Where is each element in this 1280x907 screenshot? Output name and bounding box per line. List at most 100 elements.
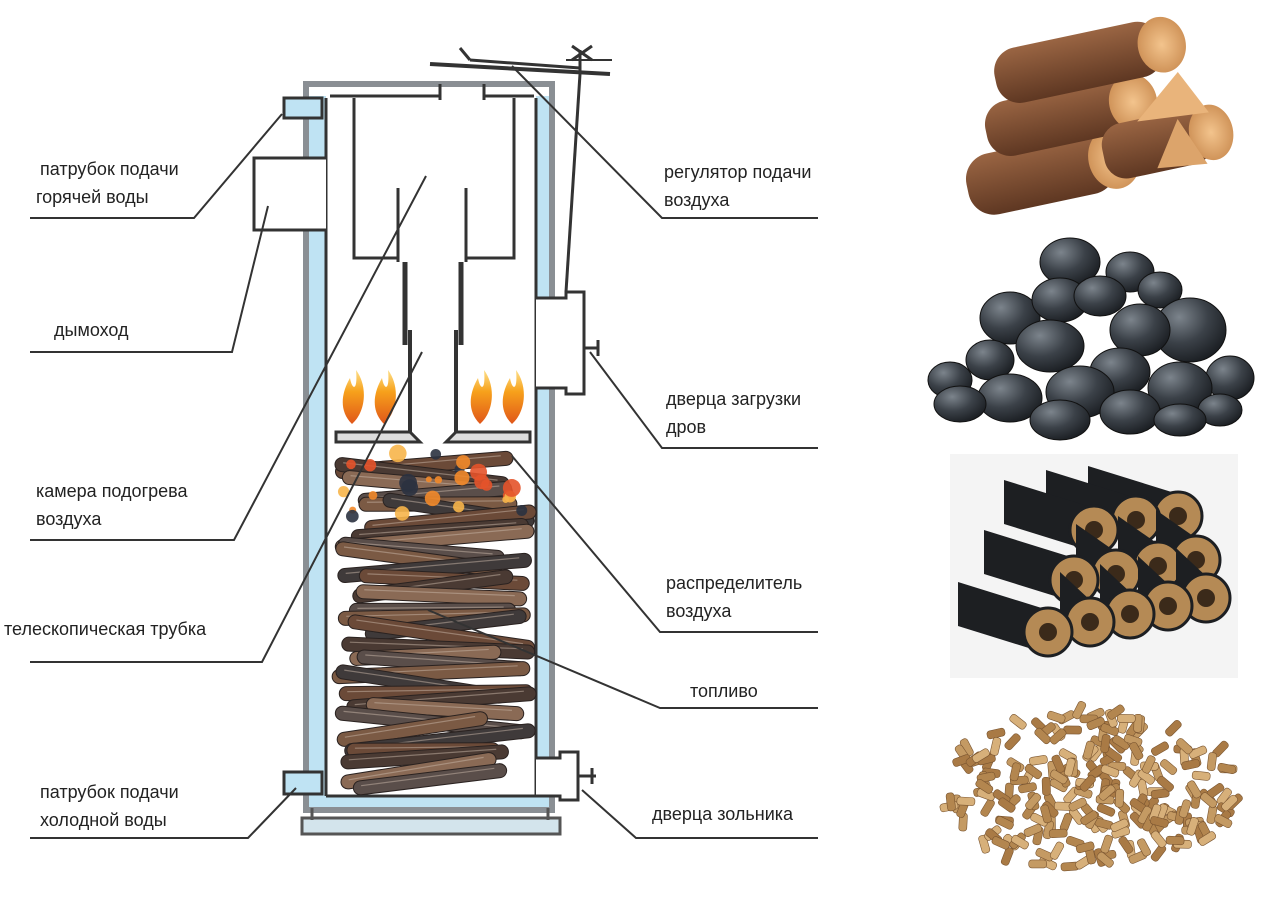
coal-lump: [1205, 355, 1255, 401]
label-text: дверца загрузки: [666, 389, 801, 409]
flame: [502, 370, 524, 424]
pellet: [1107, 704, 1125, 720]
pellet: [1072, 700, 1087, 720]
water-jacket-bottom: [306, 796, 552, 810]
flame: [470, 370, 492, 424]
briquette: [1060, 572, 1116, 648]
label-text: регулятор подачи: [664, 162, 811, 182]
pellet: [1024, 763, 1043, 780]
pellet: [980, 798, 995, 817]
firewood-loading-door: [536, 290, 600, 396]
pellet: [1041, 776, 1051, 796]
pellet: [1198, 831, 1217, 846]
pellet: [1086, 717, 1106, 730]
pellet: [1049, 769, 1068, 785]
pellet: [1112, 735, 1130, 750]
label-text: воздуха: [666, 601, 732, 621]
fuel-pile: [331, 444, 537, 796]
pellet: [1096, 803, 1116, 817]
coal-lump: [1099, 389, 1161, 435]
ember: [456, 455, 471, 470]
air-heating-chamber: [352, 98, 398, 260]
pellet: [1186, 816, 1199, 836]
pellet: [1142, 755, 1156, 774]
label-ash-door: дверца зольника: [652, 804, 794, 824]
firewood-image: [965, 16, 1234, 215]
pellet: [1011, 834, 1029, 850]
ember: [363, 459, 377, 472]
coal-lump: [1029, 399, 1091, 441]
pellet: [1100, 834, 1113, 854]
pellet: [971, 748, 990, 763]
ember: [399, 473, 418, 492]
pellet: [1048, 828, 1068, 839]
pellet: [1098, 784, 1116, 801]
base-plate: [300, 816, 562, 836]
pellet: [1079, 774, 1096, 792]
label-text: телескопическая трубка: [4, 619, 207, 639]
pellet: [1000, 847, 1014, 866]
pellet: [1028, 859, 1047, 869]
briquette: [1176, 548, 1232, 624]
pellet: [1178, 799, 1192, 819]
pellet: [1064, 757, 1076, 777]
coal-lump: [1073, 275, 1127, 317]
log: [355, 584, 528, 607]
label-text: дров: [666, 417, 706, 437]
pellet: [998, 797, 1016, 813]
ember: [389, 444, 407, 463]
pellet: [1023, 823, 1043, 837]
pellet: [1110, 818, 1129, 832]
telescopic-tube: [396, 188, 468, 432]
pellet: [1165, 719, 1182, 737]
log: [352, 763, 508, 796]
ember: [394, 506, 410, 521]
pellet: [1181, 759, 1201, 771]
ember: [454, 470, 470, 486]
pellet: [1114, 788, 1125, 808]
pellet: [1150, 788, 1170, 799]
briquettes-image: [950, 454, 1238, 678]
label-text: воздуха: [36, 509, 102, 529]
label-text: распределитель: [666, 573, 802, 593]
leader-lines: [30, 65, 818, 839]
pellet: [1200, 792, 1218, 809]
pellet: [991, 836, 1010, 850]
ember: [424, 490, 441, 507]
pellet: [1191, 770, 1211, 781]
pellets-image: [939, 700, 1243, 872]
label-firewood-loading-door: дверца загрузки дров: [666, 389, 801, 437]
cold-water-pipe: [282, 770, 324, 796]
briquette: [958, 582, 1074, 658]
boiler-body: [252, 44, 612, 836]
outer-shell: [303, 81, 555, 813]
pellet: [1049, 841, 1065, 860]
ember: [346, 459, 356, 470]
pellet: [1080, 810, 1099, 826]
pellet: [1176, 738, 1193, 755]
pellet: [1165, 835, 1185, 846]
label-air-distributor: распределитель воздуха: [666, 573, 802, 621]
water-jacket-left: [306, 96, 326, 796]
pellet: [1100, 734, 1111, 753]
pellet: [1206, 752, 1217, 771]
ember: [337, 485, 350, 498]
pellet: [1214, 814, 1233, 828]
pellet: [1150, 816, 1169, 828]
flame: [374, 370, 396, 424]
pellet: [1046, 710, 1066, 724]
pellet: [1034, 727, 1052, 745]
ember: [430, 448, 442, 460]
flame: [342, 370, 364, 424]
label-text: холодной воды: [40, 810, 167, 830]
pellet: [995, 815, 1014, 830]
pellet: [1116, 714, 1136, 723]
water-jacket-right: [536, 96, 552, 796]
ember: [434, 476, 443, 484]
pellet: [1100, 764, 1120, 778]
pellet: [1082, 740, 1095, 760]
label-text: камера подогрева: [36, 481, 189, 501]
ember: [480, 479, 493, 491]
pellet: [1160, 759, 1178, 775]
